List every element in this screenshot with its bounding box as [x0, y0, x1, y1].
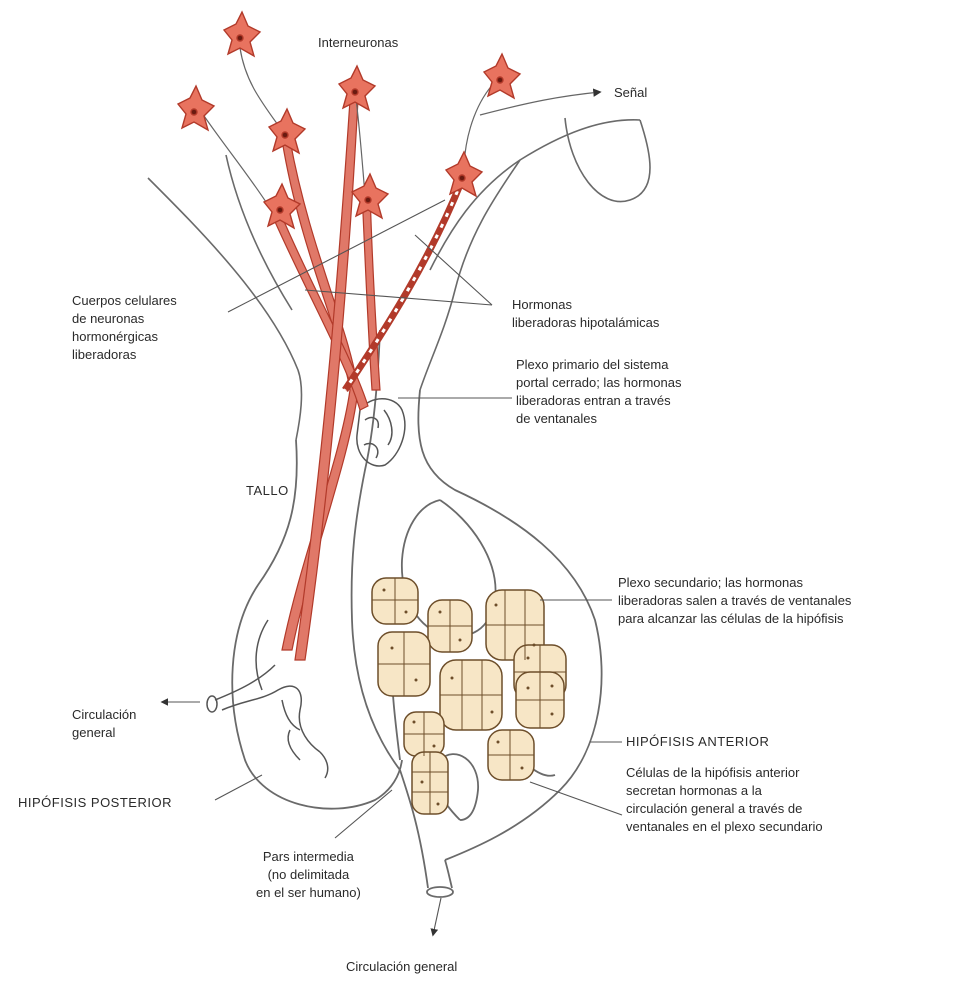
- primary-plexus: [357, 399, 405, 466]
- label-interneuronas: Interneuronas: [318, 34, 398, 52]
- label-line: (no delimitada: [256, 866, 361, 884]
- label-line: liberadoras entran a través: [516, 392, 681, 410]
- label-circulacion-izq: Circulación general: [72, 706, 136, 742]
- label-celulas: Células de la hipófisis anterior secreta…: [626, 764, 823, 836]
- neuron: [224, 12, 260, 56]
- label-line: Plexo secundario; las hormonas: [618, 574, 851, 592]
- neuron: [269, 109, 305, 153]
- posterior-capillaries: [207, 620, 328, 778]
- label-line: Pars intermedia: [256, 848, 361, 866]
- label-cuerpos: Cuerpos celulares de neuronas hormonérgi…: [72, 292, 177, 364]
- cell-clusters: [372, 578, 566, 814]
- label-line: Hormonas: [512, 296, 659, 314]
- label-line: general: [72, 724, 136, 742]
- label-line: ventanales en el plexo secundario: [626, 818, 823, 836]
- label-line: liberadoras hipotalámicas: [512, 314, 659, 332]
- label-line: Plexo primario del sistema: [516, 356, 681, 374]
- label-line: Células de la hipófisis anterior: [626, 764, 823, 782]
- neuron: [484, 54, 520, 98]
- label-line: portal cerrado; las hormonas: [516, 374, 681, 392]
- neuron: [446, 152, 482, 196]
- label-plexo-secundario: Plexo secundario; las hormonas liberador…: [618, 574, 851, 628]
- label-circulacion-bottom: Circulación general: [346, 958, 457, 976]
- label-pars: Pars intermedia (no delimitada en el ser…: [256, 848, 361, 902]
- label-line: de neuronas: [72, 310, 177, 328]
- label-line: en el ser humano): [256, 884, 361, 902]
- label-plexo-primario: Plexo primario del sistema portal cerrad…: [516, 356, 681, 428]
- label-hormonas: Hormonas liberadoras hipotalámicas: [512, 296, 659, 332]
- neuron: [352, 174, 388, 218]
- neuron: [339, 66, 375, 110]
- label-line: de ventanales: [516, 410, 681, 428]
- label-line: Circulación: [72, 706, 136, 724]
- label-line: hormonérgicas: [72, 328, 177, 346]
- interneuron-links: [200, 48, 600, 205]
- label-line: liberadoras: [72, 346, 177, 364]
- label-line: secretan hormonas a la: [626, 782, 823, 800]
- label-line: liberadoras salen a través de ventanales: [618, 592, 851, 610]
- label-hipofisis-anterior: HIPÓFISIS ANTERIOR: [626, 733, 769, 751]
- label-senal: Señal: [614, 84, 647, 102]
- label-line: circulación general a través de: [626, 800, 823, 818]
- label-line: para alcanzar las células de la hipófisi…: [618, 610, 851, 628]
- label-tallo: TALLO: [246, 482, 289, 500]
- label-line: Cuerpos celulares: [72, 292, 177, 310]
- label-hipofisis-posterior: HIPÓFISIS POSTERIOR: [18, 794, 172, 812]
